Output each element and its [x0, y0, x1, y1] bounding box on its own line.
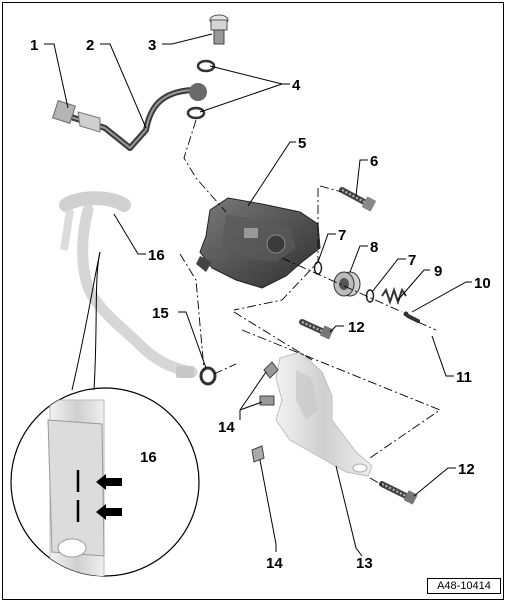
callout-16-upper: 16 — [148, 247, 165, 264]
valve-parts — [313, 261, 420, 323]
bolt-lower — [379, 481, 418, 505]
callout-12-middle: 12 — [348, 319, 365, 336]
pump-housing — [196, 197, 321, 289]
leader-lines — [44, 33, 472, 557]
faded-return-pipe — [59, 191, 198, 378]
banjo-bolt — [209, 14, 229, 45]
assembly-lines — [179, 119, 441, 487]
callout-numbers: 1 2 3 4 5 6 7 8 7 9 10 11 12 12 13 14 14… — [30, 37, 491, 572]
callout-1: 1 — [30, 37, 38, 54]
callout-10: 10 — [474, 275, 491, 292]
hose-clamp — [199, 366, 217, 386]
callout-7-right: 7 — [408, 252, 416, 269]
bolt-middle — [299, 319, 334, 340]
detail-view — [10, 251, 200, 577]
callout-4: 4 — [292, 77, 301, 94]
callout-9: 9 — [434, 263, 442, 280]
figure-reference-number: A48-10414 — [427, 578, 501, 594]
callout-16-detail: 16 — [140, 449, 157, 466]
callout-14-lower: 14 — [266, 555, 283, 572]
callout-8: 8 — [370, 239, 378, 256]
callout-13: 13 — [356, 555, 373, 572]
callout-7-left: 7 — [338, 227, 346, 244]
callout-2: 2 — [86, 37, 94, 54]
mounting-bracket — [275, 351, 373, 477]
callout-5: 5 — [298, 135, 306, 152]
callout-11: 11 — [456, 369, 472, 386]
callout-15: 15 — [152, 305, 169, 322]
callout-3: 3 — [148, 37, 156, 54]
callout-14-upper: 14 — [218, 419, 235, 436]
marker-arrow-upper — [96, 474, 122, 490]
bolt-upper — [339, 187, 377, 212]
callout-12-lower: 12 — [458, 461, 475, 478]
callout-6: 6 — [370, 153, 378, 170]
screw-plug — [333, 271, 361, 297]
sealing-washers — [186, 59, 216, 120]
diagram-frame — [2, 2, 504, 600]
marker-arrow-lower — [96, 504, 122, 520]
bracket-fasteners — [251, 361, 279, 463]
pressure-pipe — [52, 83, 207, 151]
